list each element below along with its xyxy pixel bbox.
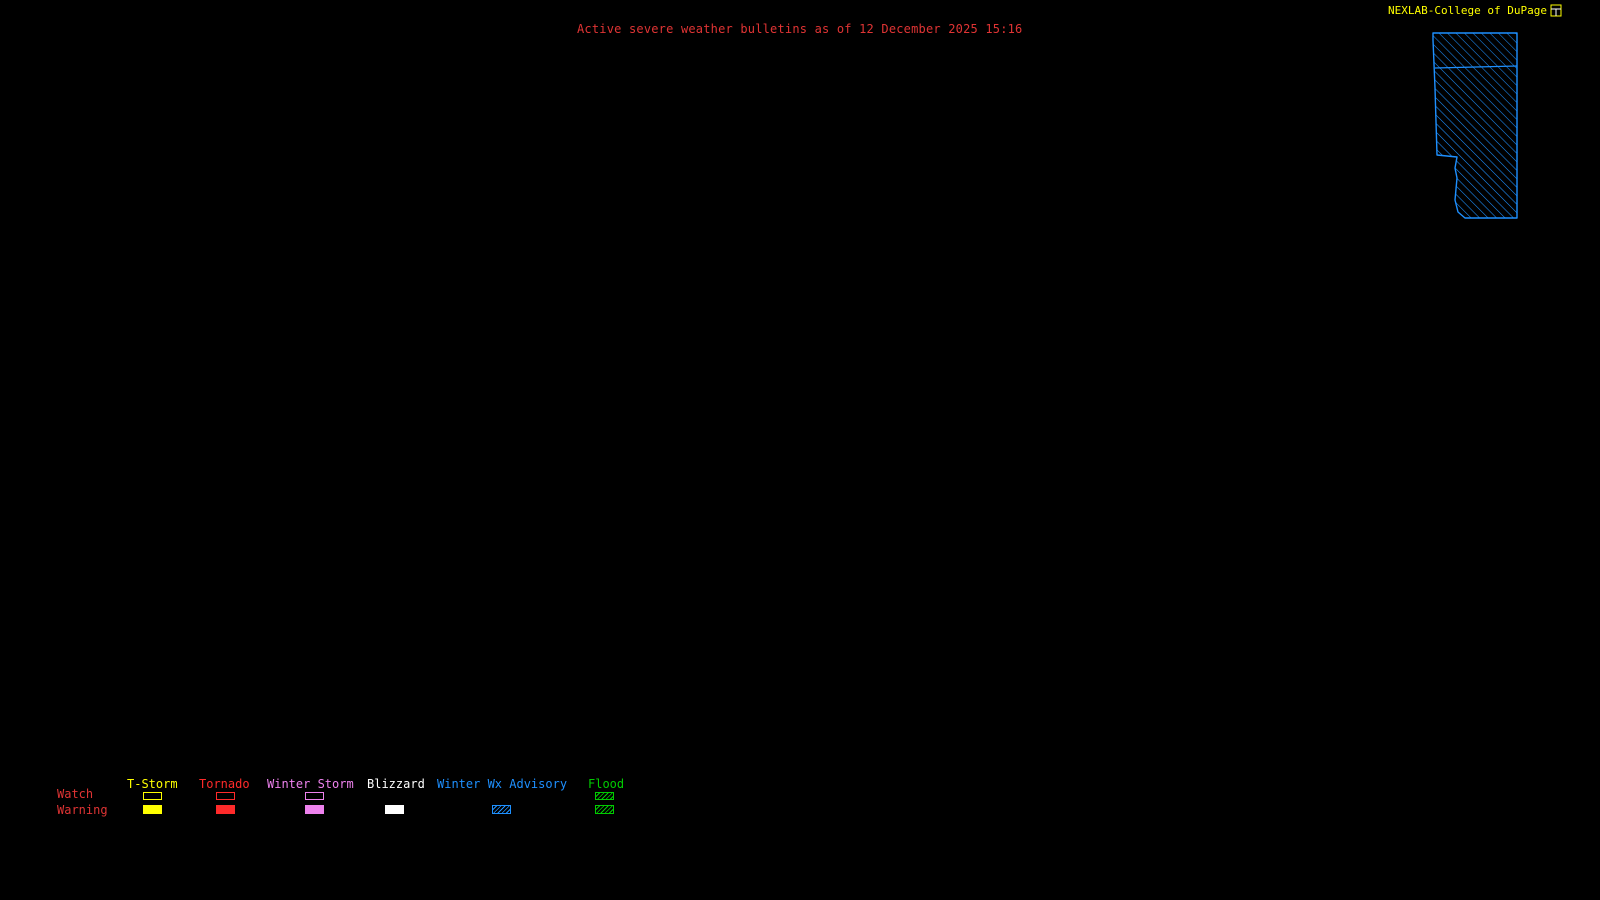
swatch-tstorm-watch bbox=[143, 792, 162, 800]
swatch-winter-storm-watch bbox=[305, 792, 324, 800]
county-boundary-line bbox=[1434, 65, 1518, 69]
branding: NEXLAB-College of DuPage bbox=[1388, 4, 1562, 17]
winter-wx-advisory-region bbox=[1432, 32, 1518, 219]
swatch-flood-watch bbox=[595, 792, 614, 800]
legend-row-label-watch: Watch bbox=[57, 787, 94, 801]
swatch-flood-warning bbox=[595, 805, 614, 814]
legend-header-tstorm: T-Storm bbox=[127, 777, 178, 791]
swatch-blizzard-warning bbox=[385, 805, 404, 814]
swatch-tornado-warning bbox=[216, 805, 235, 814]
swatch-tstorm-warning bbox=[143, 805, 162, 814]
legend-header-tornado: Tornado bbox=[199, 777, 250, 791]
legend-header-blizzard: Blizzard bbox=[367, 777, 425, 791]
advisory-polygon bbox=[1432, 32, 1518, 219]
legend-row-label-warning: Warning bbox=[57, 803, 108, 817]
legend-header-flood: Flood bbox=[588, 777, 625, 791]
nexlab-logo-icon bbox=[1550, 4, 1562, 17]
legend-header-winter-wx-advisory: Winter Wx Advisory bbox=[437, 777, 568, 791]
swatch-tornado-watch bbox=[216, 792, 235, 800]
swatch-winter-wx-advisory bbox=[492, 805, 511, 814]
swatch-winter-storm-warning bbox=[305, 805, 324, 814]
legend-header-winter-storm: Winter Storm bbox=[267, 777, 354, 791]
bulletin-title: Active severe weather bulletins as of 12… bbox=[577, 22, 1023, 36]
branding-label: NEXLAB-College of DuPage bbox=[1388, 4, 1547, 17]
